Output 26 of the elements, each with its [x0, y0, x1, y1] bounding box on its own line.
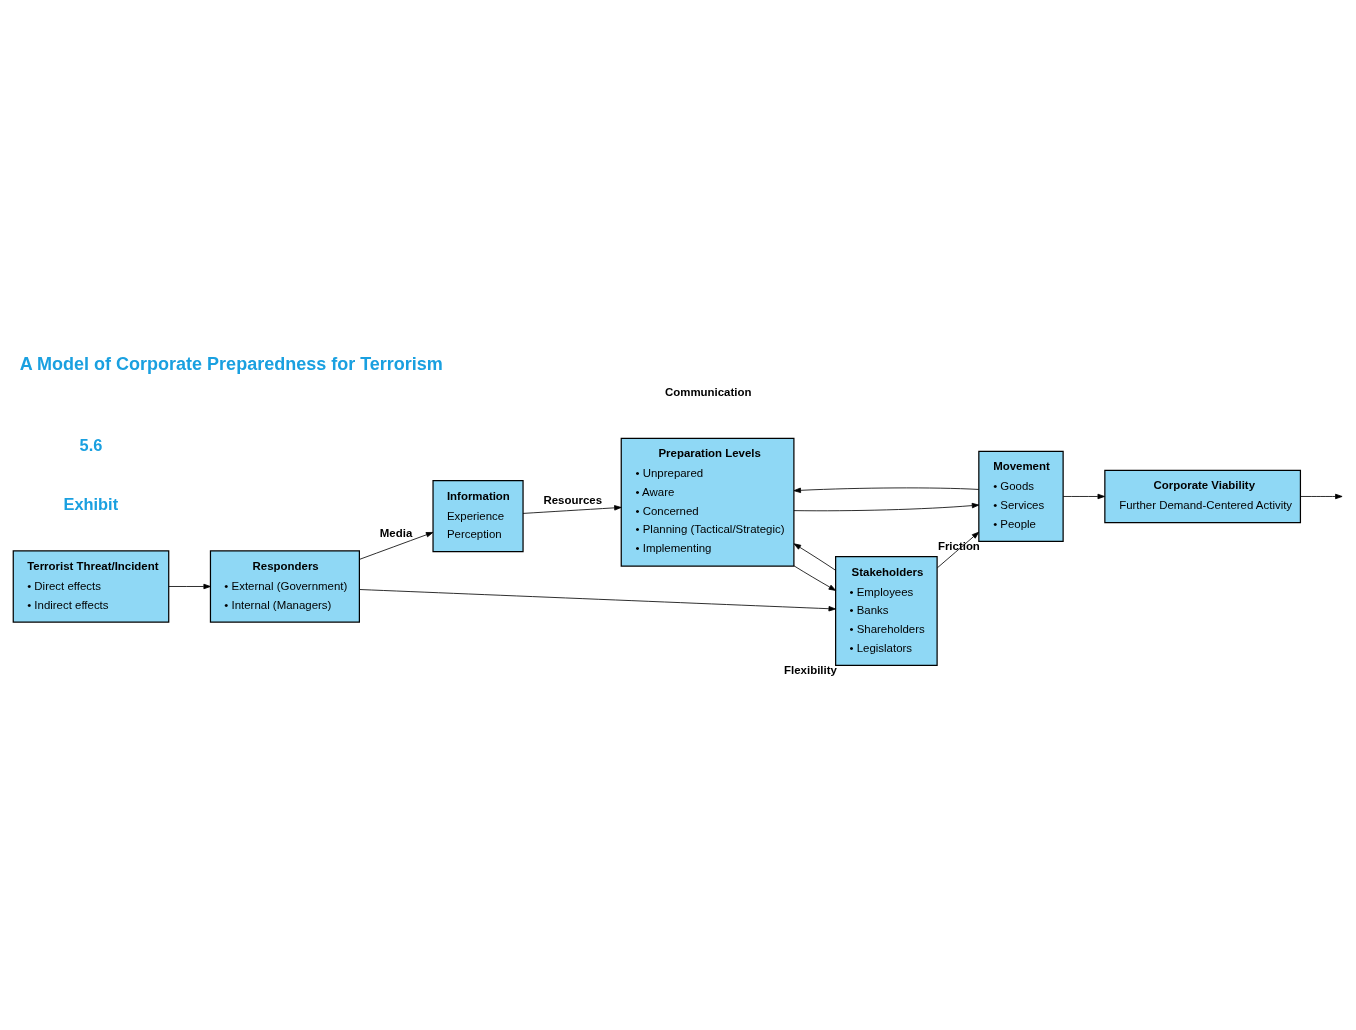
node-label: Friction [937, 539, 980, 552]
label: Communication [665, 385, 752, 398]
node-box: Terrorist Threat/Incident • Direct effects • Indirect effects [12, 549, 170, 623]
arrow [1300, 493, 1343, 499]
node-box: Responders • External (Government) • Internal (Managers) [209, 549, 360, 623]
arrow [359, 588, 836, 611]
arrow [168, 583, 211, 589]
diagram-title: A Model of Corporate Preparedness for Terrorism [19, 353, 443, 374]
label: Exhibit [63, 494, 119, 513]
arrow [937, 531, 980, 568]
arrow [793, 542, 836, 571]
node-label: Flexibility [784, 663, 837, 676]
node-box: Corporate Viability Further Demand-Centered Activity [1104, 469, 1302, 523]
label: 5.6 [79, 435, 103, 454]
node-box: Stakeholders • Employees • Banks • Shareholders • Legislators [835, 555, 938, 666]
edge-label: Media [379, 526, 413, 539]
arrow [793, 486, 980, 493]
node-box: Preparation Levels • Unprepared • Aware • Concerned • Planning (Tactical/Strategic) • Implementing [620, 437, 795, 567]
node-box: Movement • Goods • Services • People [978, 450, 1064, 542]
arrow [522, 504, 622, 514]
arrow [359, 531, 434, 560]
edge-label: Resources [543, 493, 603, 506]
arrow [793, 565, 836, 591]
arrow [793, 502, 980, 511]
arrow [1062, 493, 1105, 499]
node-box: Information Experience Perception [432, 479, 524, 552]
